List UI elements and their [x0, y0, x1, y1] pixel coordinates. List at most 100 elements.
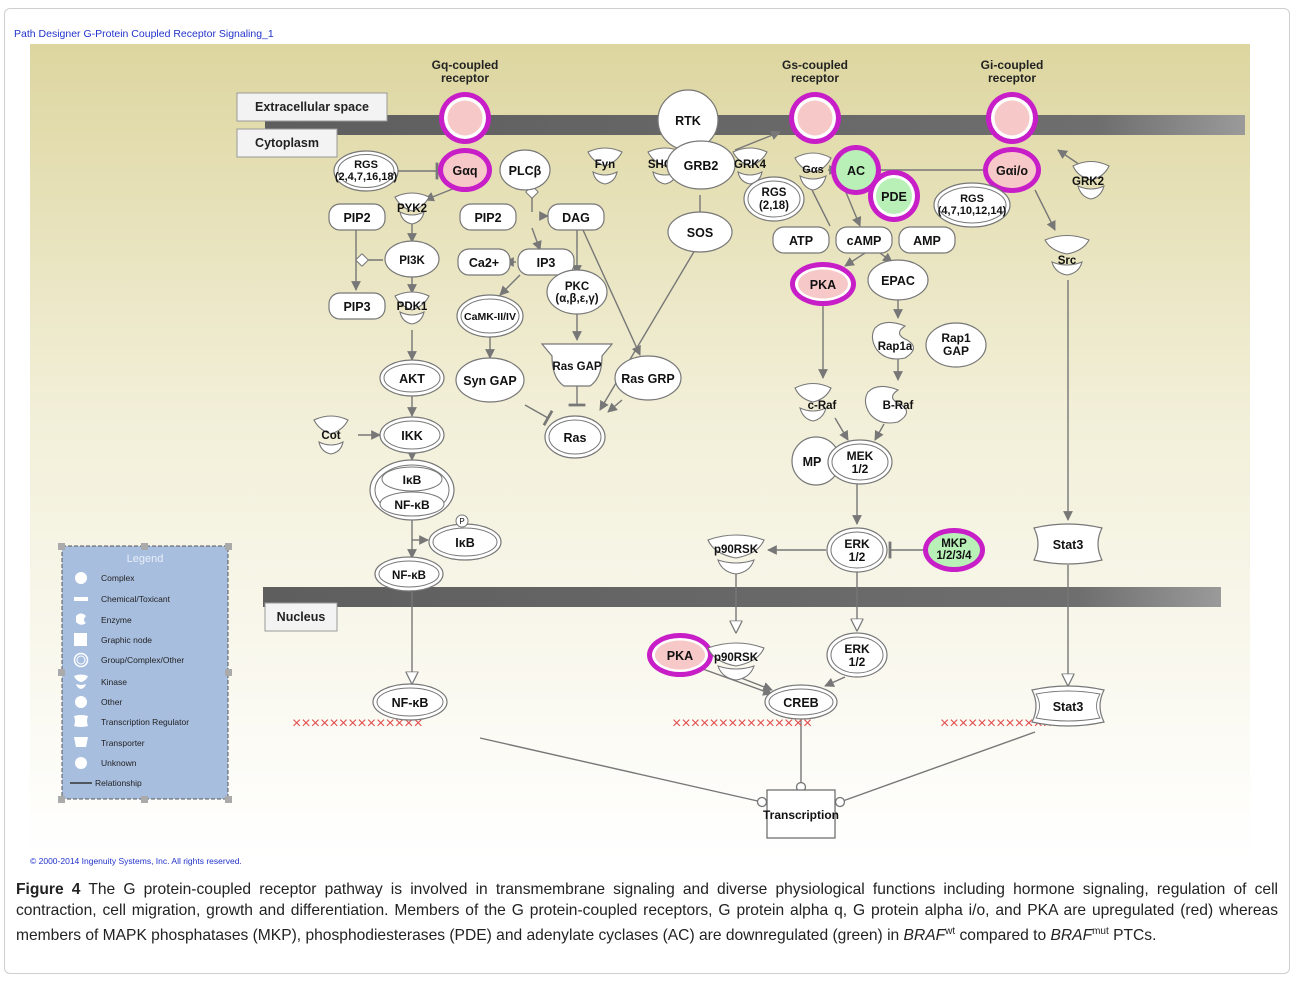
- craf-node: c-Raf: [794, 382, 837, 422]
- plcb-node: PLCβ: [499, 149, 551, 191]
- svg-text:p90RSK: p90RSK: [714, 652, 759, 664]
- pi3k-node: PI3K: [384, 240, 440, 278]
- atp-node: ATP: [772, 226, 830, 254]
- ca2-node: Ca2+: [457, 248, 511, 276]
- svg-text:NF-κB: NF-κB: [392, 570, 426, 582]
- svg-text:PKC(α,β,ε,γ): PKC(α,β,ε,γ): [555, 281, 598, 305]
- svg-text:GRK4: GRK4: [734, 159, 767, 171]
- svg-text:PKA: PKA: [810, 278, 836, 292]
- gi-receptor: [986, 92, 1038, 144]
- label-extracellular: Extracellular space: [236, 92, 388, 122]
- braf-node: B-Raf: [864, 385, 913, 424]
- pathway-edges: [351, 130, 1081, 808]
- svg-text:NF-κB: NF-κB: [392, 696, 429, 710]
- pka-node: PKA: [790, 262, 856, 306]
- label-nucleus: Nucleus: [264, 602, 338, 632]
- caption-gene-2: BRAF: [1050, 927, 1093, 945]
- edge-pka-creb: [699, 667, 773, 696]
- svg-text:Syn GAP: Syn GAP: [463, 374, 517, 388]
- svg-text:PYK2: PYK2: [397, 203, 427, 215]
- pip2-left-node: PIP2: [328, 203, 386, 231]
- p90rsk-nuc-node: p90RSK: [707, 642, 765, 681]
- svg-text:Gαs: Gαs: [802, 164, 823, 176]
- legend-transporter-icon: [74, 737, 88, 747]
- edge-ac-camp: [844, 189, 862, 227]
- ac-node: AC: [831, 145, 881, 195]
- svg-text:AKT: AKT: [399, 372, 425, 386]
- edge-craf-mek: [834, 417, 849, 441]
- svg-text:PIP3: PIP3: [343, 300, 370, 314]
- svg-text:Gαi/o: Gαi/o: [996, 164, 1028, 178]
- pip2-mid-node: PIP2: [459, 203, 517, 231]
- svg-text:IP3: IP3: [537, 256, 556, 270]
- svg-text:SHC: SHC: [648, 159, 672, 171]
- creb-node: CREB: [764, 684, 838, 720]
- svg-text:p90RSK: p90RSK: [714, 544, 759, 556]
- pka-nuc-node: PKA: [647, 633, 713, 677]
- svg-text:RTK: RTK: [675, 114, 701, 128]
- edge-rtk-gs: [734, 130, 781, 151]
- transcription-node: Transcription: [763, 789, 839, 839]
- svg-text:Rap1a: Rap1a: [878, 341, 913, 353]
- legend-item-enzyme: Enzyme: [101, 615, 132, 625]
- edge-nfkb-transcription: [479, 737, 768, 808]
- edge-erknuc-creb: [824, 676, 846, 687]
- svg-text:Gαq: Gαq: [452, 164, 477, 178]
- svg-text:IκB: IκB: [455, 536, 474, 550]
- camp-node: cAMP: [835, 226, 893, 254]
- legend-kinase-icon: [74, 674, 88, 689]
- p90rsk-cyto-node: p90RSK: [707, 534, 765, 575]
- svg-text:P: P: [459, 517, 464, 526]
- akt-node: AKT: [379, 359, 445, 397]
- svg-text:c-Raf: c-Raf: [808, 400, 837, 412]
- rgs-q-node: RGS(2,4,7,16,18): [333, 150, 399, 192]
- cot-node: Cot: [313, 415, 349, 455]
- gs-receptor: [789, 92, 841, 144]
- gaq-node: Gαq: [438, 148, 492, 192]
- ikb-p-node: IκB P: [428, 514, 502, 561]
- rasgrp-node: Ras GRP: [614, 355, 682, 401]
- nuclear-membrane: [263, 587, 1221, 607]
- legend-item-transporter: Transporter: [101, 738, 145, 748]
- svg-text:PI3K: PI3K: [399, 255, 425, 267]
- caption-sup-2: mut: [1092, 926, 1109, 937]
- legend-other-icon: [75, 696, 87, 708]
- legend-item-graphic: Graphic node: [101, 635, 152, 645]
- svg-text:Ras: Ras: [564, 431, 587, 445]
- pip3-node: PIP3: [328, 292, 386, 320]
- grk2-node: GRK2: [1072, 160, 1110, 200]
- svg-text:Fyn: Fyn: [595, 159, 615, 171]
- stat3-cyto-node: Stat3: [1033, 523, 1103, 565]
- caption-gene-1: BRAF: [903, 927, 946, 945]
- grb2-node: GRB2: [666, 140, 736, 190]
- label-cytoplasm: Cytoplasm: [236, 128, 338, 158]
- legend-item-transcription-regulator: Transcription Regulator: [101, 717, 189, 727]
- legend-group-icon: [73, 652, 89, 668]
- svg-text:Nucleus: Nucleus: [277, 610, 326, 624]
- legend-item-unknown: Unknown: [101, 758, 137, 768]
- edge-braf-mek: [874, 423, 885, 441]
- pde-node: PDE: [868, 170, 920, 222]
- sos-node: SOS: [667, 211, 733, 253]
- legend-item-complex: Complex: [101, 573, 135, 583]
- svg-text:Extracellular space: Extracellular space: [255, 100, 369, 114]
- svg-text:cAMP: cAMP: [847, 234, 882, 248]
- dag-node: DAG: [547, 203, 605, 231]
- gq-receptor: [439, 92, 491, 144]
- plasma-membrane: [265, 115, 1245, 135]
- rgs-i-node: RGS(4,7,10,12,14): [933, 182, 1011, 228]
- camk-node: CaMK-II/IV: [456, 294, 524, 338]
- edge-syngap-ras: [524, 404, 554, 427]
- pyk2-node: PYK2: [394, 192, 430, 225]
- svg-text:RGS(2,18): RGS(2,18): [759, 187, 789, 212]
